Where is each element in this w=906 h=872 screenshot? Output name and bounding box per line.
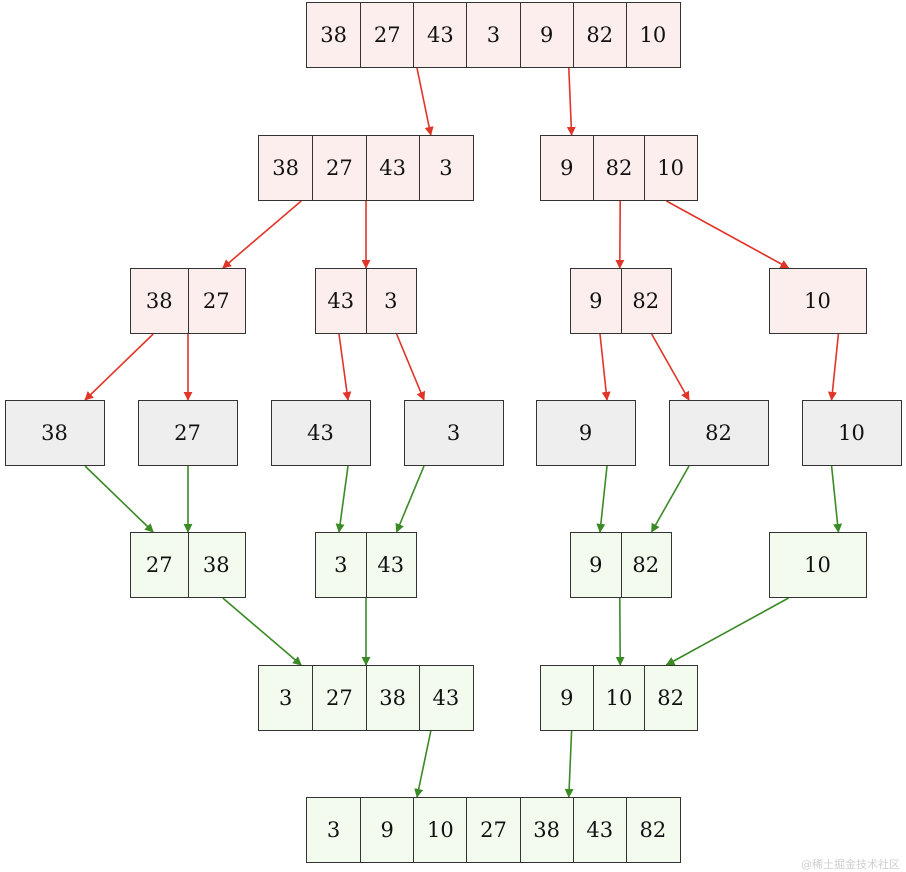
leaf-node-l6: 82 [669,400,769,466]
node-cell: 38 [307,3,360,67]
node-cell: 3 [466,3,519,67]
split-node-s2d: 10 [769,268,867,334]
node-cell: 10 [413,798,466,862]
split-edge-s2c-l6 [652,334,689,400]
node-cell: 43 [272,401,369,465]
node-cell: 38 [188,533,245,597]
merge-edge-m2b-m3 [569,731,572,797]
node-cell: 43 [316,269,366,333]
node-cell: 82 [621,533,671,597]
split-edge-s1b-s2d [666,201,788,268]
node-cell: 3 [316,533,366,597]
node-cell: 27 [312,666,365,730]
leaf-node-l5: 9 [536,400,636,466]
node-cell: 82 [593,136,645,200]
merge-node-m1d: 10 [769,532,867,598]
merge-edge-l7-m1d [832,466,839,532]
leaf-node-l3: 43 [271,400,371,466]
leaf-node-l4: 3 [404,400,504,466]
node-cell: 43 [413,3,466,67]
node-cell: 38 [366,666,419,730]
merge-edge-l3-m1b [339,466,348,532]
node-cell: 9 [541,666,593,730]
node-cell: 38 [520,798,573,862]
node-cell: 38 [259,136,312,200]
node-cell: 10 [626,3,679,67]
merge-edge-m2a-m3 [417,731,431,797]
node-cell: 27 [188,269,245,333]
watermark: @稀土掘金技术社区 [801,856,900,872]
node-cell: 82 [621,269,671,333]
node-cell: 82 [626,798,679,862]
node-cell: 43 [419,666,472,730]
node-cell: 82 [644,666,696,730]
merge-edge-m1d-m2b [666,598,788,665]
node-cell: 9 [520,3,573,67]
merge-edge-l5-m1c [600,466,607,532]
node-cell: 9 [571,269,621,333]
node-cell: 9 [571,533,621,597]
split-edge-s1a-s2a [223,201,301,268]
merge-edge-m1a-m2a [223,598,301,665]
node-cell: 43 [366,136,419,200]
node-cell: 3 [419,136,472,200]
split-edge-s0-s1a [417,68,431,135]
merge-edge-l1-m1a [85,466,153,532]
node-cell: 10 [770,269,865,333]
merge-edge-l4-m1b [397,466,424,532]
node-cell: 10 [803,401,900,465]
node-cell: 43 [573,798,626,862]
node-cell: 27 [139,401,236,465]
leaf-node-l1: 38 [5,400,105,466]
node-cell: 9 [537,401,634,465]
leaf-node-l7: 10 [802,400,902,466]
split-edge-s2b-l4 [397,334,424,400]
node-cell: 38 [6,401,103,465]
split-edge-s2a-l1 [85,334,153,400]
node-cell: 9 [541,136,593,200]
node-cell: 3 [307,798,360,862]
node-cell: 10 [644,136,696,200]
node-cell: 82 [573,3,626,67]
node-cell: 3 [405,401,502,465]
node-cell: 3 [259,666,312,730]
node-cell: 38 [131,269,188,333]
split-edge-s2b-l3 [339,334,348,400]
node-cell: 3 [366,269,416,333]
split-edge-s0-s1b [569,68,572,135]
split-edge-s2c-l5 [600,334,607,400]
node-cell: 27 [131,533,188,597]
merge-edge-l6-m1c [652,466,689,532]
node-cell: 10 [770,533,865,597]
leaf-node-l2: 27 [138,400,238,466]
node-cell: 27 [312,136,365,200]
node-cell: 9 [360,798,413,862]
node-cell: 82 [670,401,767,465]
node-cell: 27 [360,3,413,67]
node-cell: 10 [593,666,645,730]
node-cell: 43 [366,533,416,597]
node-cell: 27 [466,798,519,862]
split-edge-s2d-l7 [832,334,839,400]
